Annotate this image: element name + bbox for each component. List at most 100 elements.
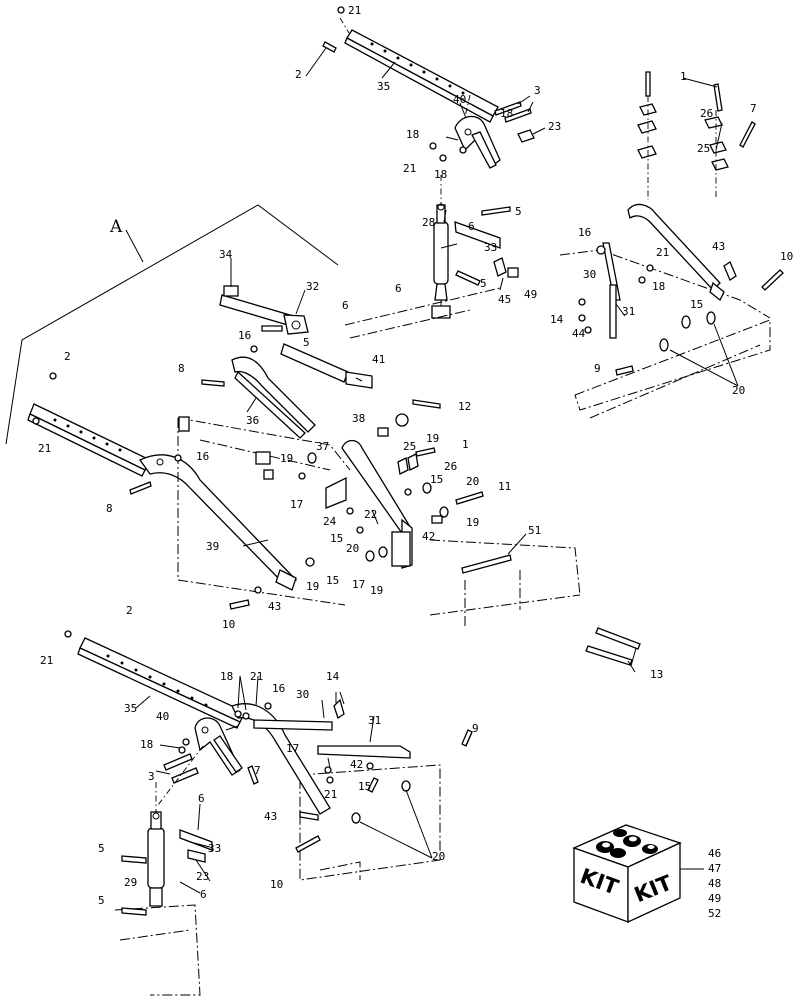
callout-label: 15: [326, 574, 339, 587]
callout-label: 15: [358, 780, 371, 793]
kit-contents: [596, 829, 658, 858]
callout-label: 51: [528, 524, 541, 537]
callout-label: 19: [306, 580, 319, 593]
callout-label: 10: [222, 618, 235, 631]
kit-part-47: 47: [708, 862, 721, 875]
callout-label: 5: [303, 336, 310, 349]
callout-label: 5: [98, 894, 105, 907]
callout-label: 2: [64, 350, 71, 363]
callout-label: 25: [403, 440, 416, 453]
right-ghost-frame: [559, 249, 771, 419]
top-beam-35: [339, 17, 499, 131]
kit-part-46: 46: [708, 847, 721, 860]
callout-label: 23: [196, 870, 209, 883]
callout-label: 2: [126, 604, 133, 617]
callout-label: 30: [583, 268, 596, 281]
bottom-bracket-40: [194, 717, 243, 776]
callout-label: 7: [750, 102, 757, 115]
callout-label: 8: [106, 502, 113, 515]
callout-label: 29: [124, 876, 137, 889]
center-assembly: [5, 204, 641, 666]
callout-label: 19: [370, 584, 383, 597]
callout-label: 19: [426, 432, 439, 445]
callout-label: 21: [38, 442, 51, 455]
callout-label: 6: [468, 220, 475, 233]
center-plates-25-26: [397, 453, 419, 475]
callout-label: 19: [466, 516, 479, 529]
right-link-31: [609, 284, 617, 339]
callout-label: 44: [572, 327, 586, 340]
callout-label: 20: [732, 384, 745, 397]
callout-label: 37: [316, 440, 329, 453]
kit-part-48: 48: [708, 877, 721, 890]
callout-label: 35: [377, 80, 390, 93]
callout-label: 7: [254, 764, 261, 777]
center-tube-39: [27, 403, 298, 591]
leader-lines: [135, 47, 739, 894]
callout-label: 20: [346, 542, 359, 555]
callout-label: 42: [350, 758, 363, 771]
callout-label: 15: [330, 532, 343, 545]
callout-label: 3: [148, 770, 155, 783]
bottom-link-31: [317, 745, 411, 759]
callout-label: 16: [578, 226, 591, 239]
callout-label: 17: [286, 742, 299, 755]
right-arm: [627, 203, 725, 302]
callout-label: 14: [550, 313, 564, 326]
callout-label: 31: [622, 305, 635, 318]
top-assembly: [322, 6, 535, 339]
top-plate-33: [454, 221, 501, 249]
bottom-beam-35: [77, 637, 331, 815]
bottom-link-30: [253, 719, 333, 731]
bottom-cylinder-29: [147, 782, 165, 907]
callout-label: 42: [422, 530, 435, 543]
bottom-bolts: [121, 729, 473, 916]
callout-label: 21: [40, 654, 53, 667]
callout-label: 16: [196, 450, 209, 463]
top-cylinder-28: [431, 175, 451, 319]
callout-label: 18: [652, 280, 665, 293]
callout-label: 1: [680, 70, 687, 83]
center-washers: [32, 345, 449, 594]
callout-label: 21: [403, 162, 416, 175]
center-arm-32: [219, 285, 309, 335]
callout-label: 23: [548, 120, 561, 133]
callout-label: 2: [295, 68, 302, 81]
callout-label: 18: [434, 168, 447, 181]
callout-label: 21: [656, 246, 669, 259]
center-bolts-13: [585, 627, 641, 666]
bottom-assembly: [64, 630, 473, 996]
callout-label: 8: [178, 362, 185, 375]
callout-label: 18: [140, 738, 153, 751]
right-bolts: [615, 71, 784, 376]
callout-label: 41: [372, 353, 385, 366]
callout-label: 43: [264, 810, 277, 823]
callout-label: 1: [462, 438, 469, 451]
callout-label: 31: [368, 714, 381, 727]
bottom-plate-23: [187, 849, 206, 863]
kit-part-49: 49: [708, 892, 721, 905]
callout-label: 21: [250, 670, 263, 683]
callout-label: 33: [208, 842, 221, 855]
top-fittings-45-49: [493, 257, 519, 278]
callout-label: 39: [206, 540, 219, 553]
callout-label: 24: [323, 515, 337, 528]
callout-label: 3: [534, 84, 541, 97]
callout-label: 10: [780, 250, 793, 263]
callout-label: 22: [364, 508, 377, 521]
callout-label: 18: [220, 670, 233, 683]
callout-label: 43: [712, 240, 725, 253]
callout-label: 9: [472, 722, 479, 735]
callout-label: 30: [296, 688, 309, 701]
callout-label: 16: [238, 329, 251, 342]
callout-label: 6: [395, 282, 402, 295]
right-assembly: [559, 71, 784, 419]
callout-label: 14: [326, 670, 340, 683]
callout-label: 32: [306, 280, 319, 293]
callout-label: 15: [430, 473, 443, 486]
callout-label: 28: [422, 216, 435, 229]
center-bar-51: [461, 554, 512, 574]
callout-label: 40: [453, 93, 466, 106]
center-plate-24: [325, 476, 347, 509]
